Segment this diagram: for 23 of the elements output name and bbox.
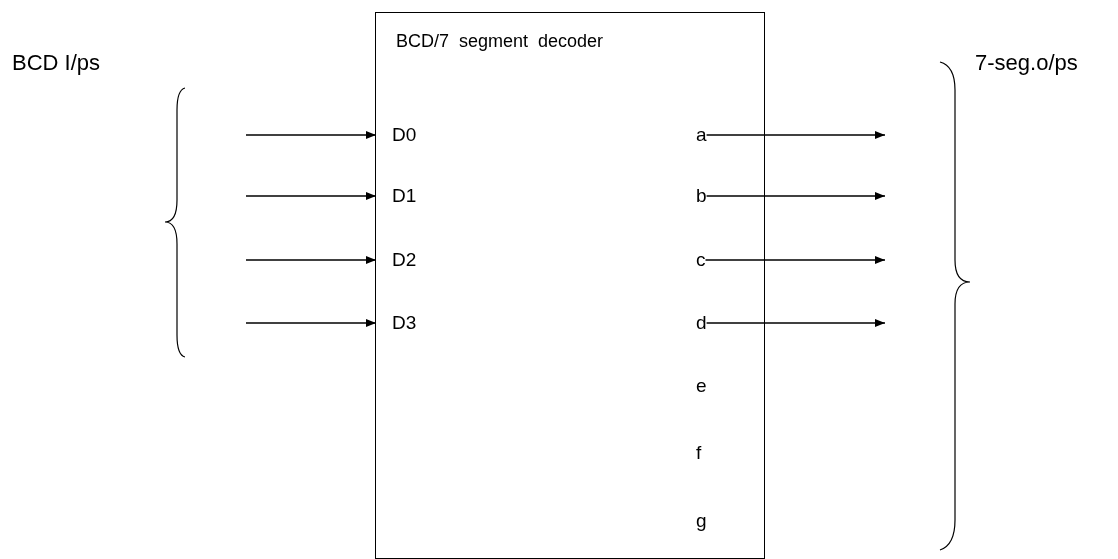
arrow xyxy=(245,319,377,327)
input-pin-label: D3 xyxy=(376,311,486,335)
arrow xyxy=(705,192,886,200)
output-pin-label: d xyxy=(696,311,707,335)
input-group-label: BCD I/ps xyxy=(12,50,101,76)
arrow xyxy=(705,319,886,327)
block-title: BCD/7 segment decoder xyxy=(396,31,604,52)
output-pin-label: c xyxy=(696,248,706,272)
output-pin-label: g xyxy=(696,509,707,533)
arrow xyxy=(245,256,377,264)
arrow xyxy=(245,131,377,139)
output-pin-label: f xyxy=(696,441,702,465)
output-group-label: 7-seg.o/ps xyxy=(975,50,1078,76)
output-pin-label: e xyxy=(696,374,707,398)
arrow xyxy=(245,192,377,200)
arrow xyxy=(704,256,886,264)
arrow xyxy=(705,131,886,139)
output-pin-label: b xyxy=(696,184,707,208)
input-pin-label: D0 xyxy=(376,123,486,147)
input-pin-label: D2 xyxy=(376,248,486,272)
input-pin-label: D1 xyxy=(376,184,486,208)
decoder-block xyxy=(375,12,765,559)
output-pin-label: a xyxy=(696,123,707,147)
